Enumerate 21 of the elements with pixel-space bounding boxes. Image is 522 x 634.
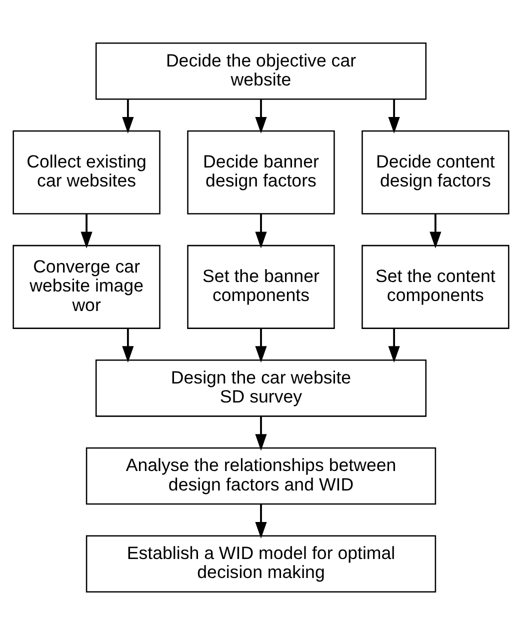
arrow <box>255 214 267 248</box>
node-box: Converge car website image wor <box>12 244 160 328</box>
arrow <box>388 98 400 134</box>
node-box: Establish a WID model for optimal decision making <box>86 534 436 592</box>
node-box: Decide the objective car website <box>95 42 427 100</box>
arrow <box>430 214 442 248</box>
arrow <box>255 416 267 450</box>
node-box: Set the banner components <box>187 244 335 328</box>
node-box: Analyse the relationships between design factors and WID <box>86 446 436 504</box>
arrow <box>122 98 134 134</box>
node-box: Set the content components <box>362 244 510 328</box>
arrow <box>255 98 267 134</box>
arrow <box>255 504 267 538</box>
arrow <box>122 328 134 362</box>
arrow <box>255 328 267 362</box>
arrow <box>388 328 400 362</box>
arrow <box>80 214 92 248</box>
node-box: Decide banner design factors <box>187 130 335 214</box>
node-box: Design the car website SD survey <box>95 359 427 416</box>
node-box: Collect existing car websites <box>12 130 160 214</box>
node-box: Decide content design factors <box>362 130 510 214</box>
